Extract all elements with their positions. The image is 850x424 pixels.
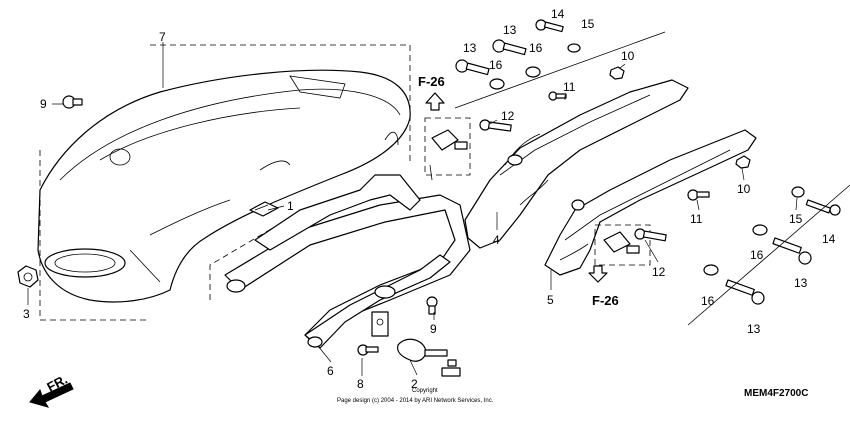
label-14-right: 14 (822, 232, 836, 246)
mount-damper-top[interactable] (431, 129, 468, 151)
bolt-8[interactable] (357, 344, 379, 356)
bolt-13-a[interactable] (455, 59, 490, 76)
leader-lines (27, 42, 798, 376)
bolt-13-b[interactable] (492, 39, 527, 56)
nut-3[interactable] (17, 265, 39, 288)
washer-15-right[interactable] (791, 186, 805, 198)
washer-16-a[interactable] (489, 78, 505, 90)
label-6: 6 (327, 364, 334, 378)
bolt-12-top[interactable] (479, 119, 512, 132)
grab-rail-left[interactable] (464, 79, 689, 249)
front-arrow-icon (29, 382, 74, 408)
seat-lock-key[interactable] (371, 311, 461, 377)
label-16-c: 16 (750, 248, 764, 262)
reference-label-top: F-26 (418, 74, 445, 89)
label-15-top: 15 (581, 17, 595, 31)
ref-arrow-up[interactable] (425, 92, 445, 111)
washer-16-c[interactable] (752, 224, 768, 236)
label-13-b: 13 (503, 23, 517, 37)
bolt-11-right[interactable] (687, 189, 710, 201)
top-fastener-divider (454, 31, 666, 109)
nut-10-right[interactable] (735, 155, 751, 169)
label-3: 3 (23, 307, 30, 321)
mount-damper-bottom[interactable] (603, 231, 640, 254)
ref-arrow-down[interactable] (588, 265, 608, 283)
label-16-b: 16 (529, 41, 543, 55)
bolt-14-right[interactable] (805, 199, 841, 216)
label-13-a: 13 (463, 41, 477, 55)
label-5: 5 (547, 293, 554, 307)
right-fastener-divider (687, 184, 850, 326)
label-15-right: 15 (789, 212, 803, 226)
label-11-top: 11 (563, 80, 576, 94)
bolt-11-top[interactable] (548, 91, 567, 101)
damper-bracket-outline-bottom (594, 224, 651, 266)
label-9-lower: 9 (430, 322, 437, 336)
label-10-top: 10 (621, 49, 635, 63)
washer-16-b[interactable] (525, 66, 541, 78)
bolt-13-c[interactable] (772, 237, 812, 265)
bracket-1[interactable] (249, 201, 279, 217)
label-12-right: 12 (652, 265, 666, 279)
label-4: 4 (493, 233, 500, 247)
screw-9-left[interactable] (62, 95, 83, 109)
bolt-13-d[interactable] (725, 279, 765, 305)
label-16-a: 16 (489, 58, 503, 72)
label-12-top: 12 (501, 109, 515, 123)
screw-9-lower[interactable] (426, 296, 438, 315)
damper-bracket-outline-top (424, 117, 471, 176)
copyright-notice: Page design (c) 2004 - 2014 by ARI Netwo… (337, 398, 494, 404)
label-9-left: 9 (40, 97, 47, 111)
washer-16-d[interactable] (703, 264, 719, 276)
label-14-top: 14 (551, 7, 565, 21)
reference-label-bottom: F-26 (592, 293, 619, 308)
label-16-d: 16 (701, 294, 715, 308)
rear-cowl[interactable] (37, 69, 411, 303)
washer-15-top[interactable] (567, 43, 581, 53)
nut-10-top[interactable] (609, 66, 625, 80)
label-7: 7 (159, 30, 166, 44)
label-8: 8 (357, 377, 364, 391)
label-1: 1 (287, 199, 294, 213)
rear-frame[interactable] (224, 164, 471, 349)
label-10-right: 10 (737, 182, 751, 196)
diagram-code: MEM4F2700C (744, 388, 808, 399)
part-number-labels: 7 9 3 1 9 6 8 2 4 5 13 13 16 16 14 15 10… (23, 7, 836, 391)
bolt-14-top[interactable] (535, 19, 564, 33)
label-13-d: 13 (747, 322, 761, 336)
label-13-c: 13 (794, 276, 808, 290)
bolt-12-right[interactable] (634, 228, 667, 242)
copyright-title: Copyright (412, 388, 438, 394)
label-2: 2 (411, 377, 418, 391)
grab-rail-right[interactable] (544, 129, 757, 276)
label-11-right: 11 (690, 212, 703, 226)
